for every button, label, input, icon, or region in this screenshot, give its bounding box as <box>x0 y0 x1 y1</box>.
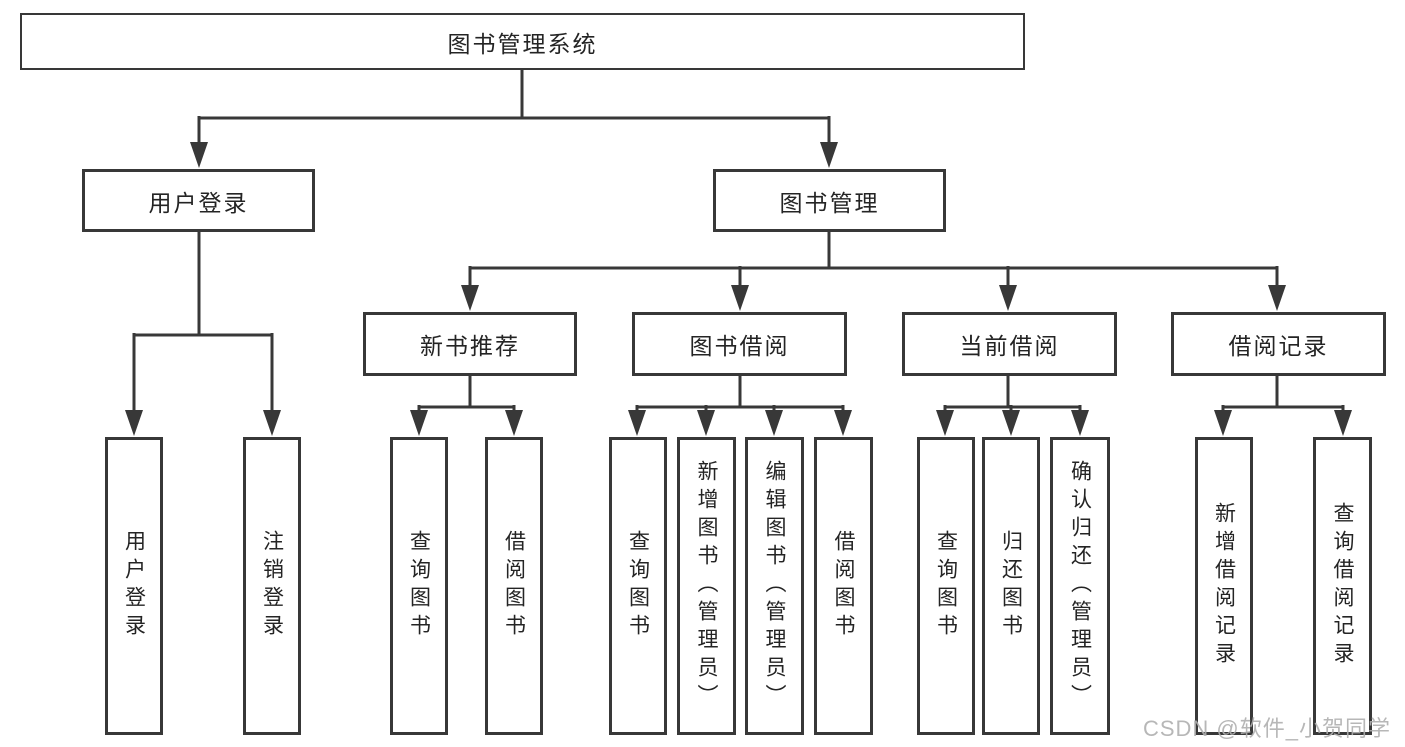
node-borrowing-records-label: 借阅记录 <box>1228 333 1329 359</box>
leaf-add-books-admin-label: 新增图书（管理员） <box>695 460 718 712</box>
node-book-borrowing: 图书借阅 <box>632 312 847 376</box>
node-new-book-recommendation: 新书推荐 <box>363 312 577 376</box>
node-borrowing-records: 借阅记录 <box>1171 312 1386 376</box>
node-root: 图书管理系统 <box>20 13 1025 70</box>
leaf-query-books-borrowing-label: 查询图书 <box>626 530 650 642</box>
node-user-login-label: 用户登录 <box>148 189 249 216</box>
leaf-user-login: 用户登录 <box>105 437 163 735</box>
leaf-query-books-recommend: 查询图书 <box>390 437 448 735</box>
leaf-add-books-admin: 新增图书（管理员） <box>677 437 736 735</box>
node-new-book-recommendation-label: 新书推荐 <box>420 333 520 359</box>
node-root-label: 图书管理系统 <box>447 30 598 57</box>
leaf-borrow-books-borrowing-label: 借阅图书 <box>832 530 855 642</box>
node-book-management-label: 图书管理 <box>779 189 880 216</box>
leaf-query-books-current-label: 查询图书 <box>934 530 958 642</box>
leaf-return-books-label: 归还图书 <box>999 530 1023 642</box>
csdn-watermark: CSDN @软件_小贺同学 <box>1142 716 1391 741</box>
leaf-add-borrow-record: 新增借阅记录 <box>1195 437 1253 735</box>
leaf-borrow-books-recommend: 借阅图书 <box>485 437 543 735</box>
node-current-borrowing: 当前借阅 <box>902 312 1117 376</box>
leaf-query-books-borrowing: 查询图书 <box>609 437 667 735</box>
leaf-borrow-books-borrowing: 借阅图书 <box>814 437 873 735</box>
node-book-management: 图书管理 <box>713 169 946 232</box>
leaf-return-books: 归还图书 <box>982 437 1040 735</box>
leaf-confirm-return-admin: 确认归还（管理员） <box>1050 437 1110 735</box>
node-current-borrowing-label: 当前借阅 <box>959 333 1060 359</box>
leaf-query-borrow-record: 查询借阅记录 <box>1313 437 1372 735</box>
leaf-query-books-recommend-label: 查询图书 <box>407 530 431 642</box>
leaf-edit-books-admin: 编辑图书（管理员） <box>745 437 804 735</box>
leaf-add-borrow-record-label: 新增借阅记录 <box>1212 502 1236 670</box>
leaf-query-borrow-record-label: 查询借阅记录 <box>1331 502 1354 670</box>
leaf-edit-books-admin-label: 编辑图书（管理员） <box>763 460 786 712</box>
node-user-login: 用户登录 <box>82 169 315 232</box>
leaf-confirm-return-admin-label: 确认归还（管理员） <box>1068 460 1092 712</box>
leaf-borrow-books-recommend-label: 借阅图书 <box>502 530 526 642</box>
leaf-logout: 注销登录 <box>243 437 301 735</box>
leaf-query-books-current: 查询图书 <box>917 437 975 735</box>
leaf-logout-label: 注销登录 <box>260 530 284 642</box>
node-book-borrowing-label: 图书借阅 <box>689 333 790 359</box>
leaf-user-login-label: 用户登录 <box>122 530 146 642</box>
arrowheads <box>125 142 1352 436</box>
